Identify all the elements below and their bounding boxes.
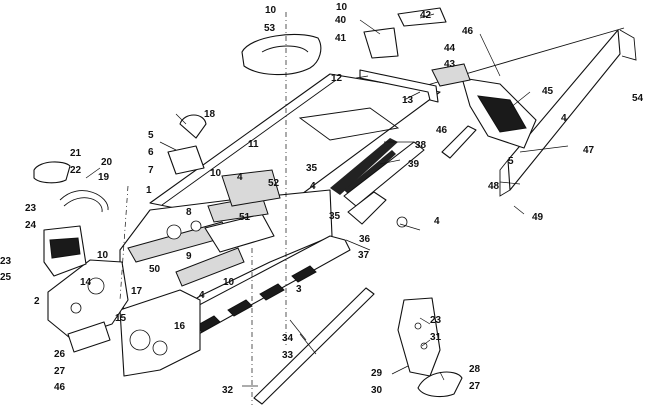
callout-23: 23 [25, 203, 37, 214]
callout-27: 27 [54, 366, 66, 377]
callout-21: 21 [70, 148, 82, 159]
callout-42: 42 [420, 10, 432, 21]
callout-18: 18 [204, 109, 216, 120]
callout-13: 13 [402, 95, 414, 106]
side-panel [397, 297, 441, 377]
callout-46: 46 [436, 125, 448, 136]
callout-3: 3 [296, 284, 302, 295]
callout-29: 29 [371, 368, 383, 379]
callout-4: 4 [310, 181, 316, 192]
callout-14: 14 [80, 277, 92, 288]
callout-50: 50 [149, 264, 161, 275]
callout-54: 54 [632, 93, 644, 104]
callout-52: 52 [268, 178, 280, 189]
callout-6: 6 [148, 147, 154, 158]
side-rail [119, 235, 351, 377]
callout-16: 16 [174, 321, 186, 332]
callout-34: 34 [282, 333, 294, 344]
callout-4: 4 [237, 172, 243, 183]
callout-4: 4 [199, 290, 205, 301]
callout-26: 26 [54, 349, 66, 360]
mount-brackets [347, 191, 408, 228]
callout-9: 9 [186, 251, 192, 262]
callout-12: 12 [331, 73, 343, 84]
callout-22: 22 [70, 165, 82, 176]
callout-32: 32 [222, 385, 234, 396]
console-parts [167, 114, 207, 175]
callout-41: 41 [335, 33, 347, 44]
callout-49: 49 [532, 212, 544, 223]
callout-4: 4 [561, 113, 567, 124]
foot-stop [417, 371, 463, 398]
latch-pieces [33, 161, 71, 184]
callout-31: 31 [430, 332, 442, 343]
front-bulkhead [47, 259, 129, 339]
rear-bracket [359, 69, 439, 103]
callout-46: 46 [54, 382, 66, 393]
callout-33: 33 [282, 350, 294, 361]
callout-25: 25 [0, 272, 12, 283]
callout-23: 23 [430, 315, 442, 326]
callout-51: 51 [239, 212, 251, 223]
steering-support [43, 190, 109, 277]
callout-36: 36 [359, 234, 371, 245]
callout-4: 4 [434, 216, 440, 227]
rear-flap-assembly [431, 63, 537, 159]
callout-40: 40 [335, 15, 347, 26]
rear-bumper [423, 27, 637, 197]
tunnel-top-plate [149, 73, 441, 226]
callout-48: 48 [488, 181, 500, 192]
callout-28: 28 [469, 364, 481, 375]
callout-8: 8 [186, 207, 192, 218]
callout-10: 10 [336, 2, 348, 13]
callout-47: 47 [583, 145, 595, 156]
callout-24: 24 [25, 220, 37, 231]
callout-2: 2 [34, 296, 40, 307]
callout-53: 53 [264, 23, 276, 34]
callout-37: 37 [358, 250, 370, 261]
callout-labels: 10 53 10 40 41 42 46 44 43 12 13 45 54 1… [0, 2, 644, 396]
callout-10: 10 [210, 168, 222, 179]
callout-10: 10 [265, 5, 277, 16]
leader-lines [85, 12, 569, 405]
callout-43: 43 [444, 59, 456, 70]
callout-35: 35 [329, 211, 341, 222]
callout-1: 1 [146, 185, 152, 196]
foot-pad [67, 321, 111, 353]
callout-44: 44 [444, 43, 456, 54]
callout-20: 20 [101, 157, 113, 168]
callout-19: 19 [98, 172, 110, 183]
lower-tube [253, 287, 375, 405]
callout-23: 23 [0, 256, 12, 267]
gauge-bracket [363, 7, 447, 59]
callout-39: 39 [408, 159, 420, 170]
callout-38: 38 [415, 140, 427, 151]
callout-35: 35 [306, 163, 318, 174]
callout-10: 10 [97, 250, 109, 261]
heat-exchanger [221, 169, 281, 207]
callout-15: 15 [115, 313, 127, 324]
callout-45: 45 [542, 86, 554, 97]
callout-27: 27 [469, 381, 481, 392]
running-board [343, 141, 425, 207]
callout-30: 30 [371, 385, 383, 396]
callout-11: 11 [248, 139, 259, 150]
callout-5: 5 [148, 130, 154, 141]
callout-7: 7 [148, 165, 154, 176]
callout-46: 46 [462, 26, 474, 37]
callout-10: 10 [223, 277, 235, 288]
callout-17: 17 [131, 286, 143, 297]
seat-pad [241, 33, 322, 76]
callout-5: 5 [508, 156, 514, 167]
